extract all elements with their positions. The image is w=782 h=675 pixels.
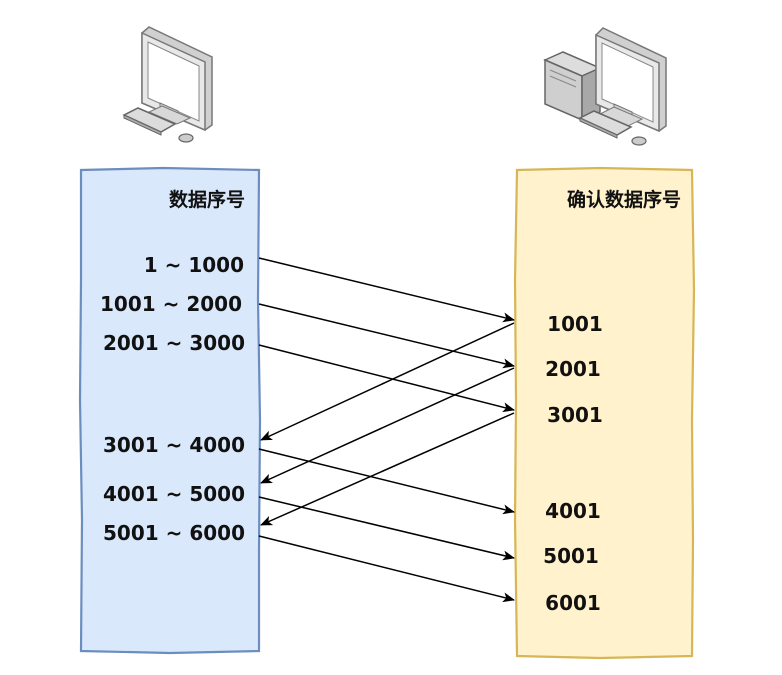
receiver-row-5: 5001: [543, 544, 599, 568]
sender-row-4: 3001 ~ 4000: [103, 433, 245, 457]
data-arrow-5: [258, 496, 515, 561]
data-arrows: [258, 257, 515, 603]
receiver-row-6: 6001: [545, 591, 601, 615]
sender-row-6: 5001 ~ 6000: [103, 521, 245, 545]
desktop-computer-icon: [122, 26, 213, 143]
data-arrow-1: [258, 257, 515, 323]
ack-arrow-3: [260, 412, 515, 526]
receiver-row-3: 3001: [547, 403, 603, 427]
sender-header: 数据序号: [169, 188, 245, 211]
receiver-panel: [513, 166, 696, 660]
sender-panel: [78, 166, 262, 655]
data-arrow-4: [258, 448, 515, 515]
sender-row-1: 1 ~ 1000: [144, 253, 244, 277]
ack-arrow-1: [260, 322, 515, 441]
sender-row-2: 1001 ~ 2000: [100, 292, 242, 316]
receiver-row-4: 4001: [545, 499, 601, 523]
data-arrow-2: [258, 303, 515, 369]
data-arrow-3: [258, 344, 515, 413]
data-arrow-6: [258, 535, 515, 603]
sender-row-3: 2001 ~ 3000: [103, 331, 245, 355]
receiver-row-1: 1001: [547, 312, 603, 336]
sender-row-5: 4001 ~ 5000: [103, 482, 245, 506]
ack-arrow-2: [260, 367, 515, 484]
ack-arrows: [260, 322, 515, 526]
receiver-row-2: 2001: [545, 357, 601, 381]
receiver-header: 确认数据序号: [567, 188, 681, 211]
desktop-computer-tower-icon: [543, 27, 667, 146]
